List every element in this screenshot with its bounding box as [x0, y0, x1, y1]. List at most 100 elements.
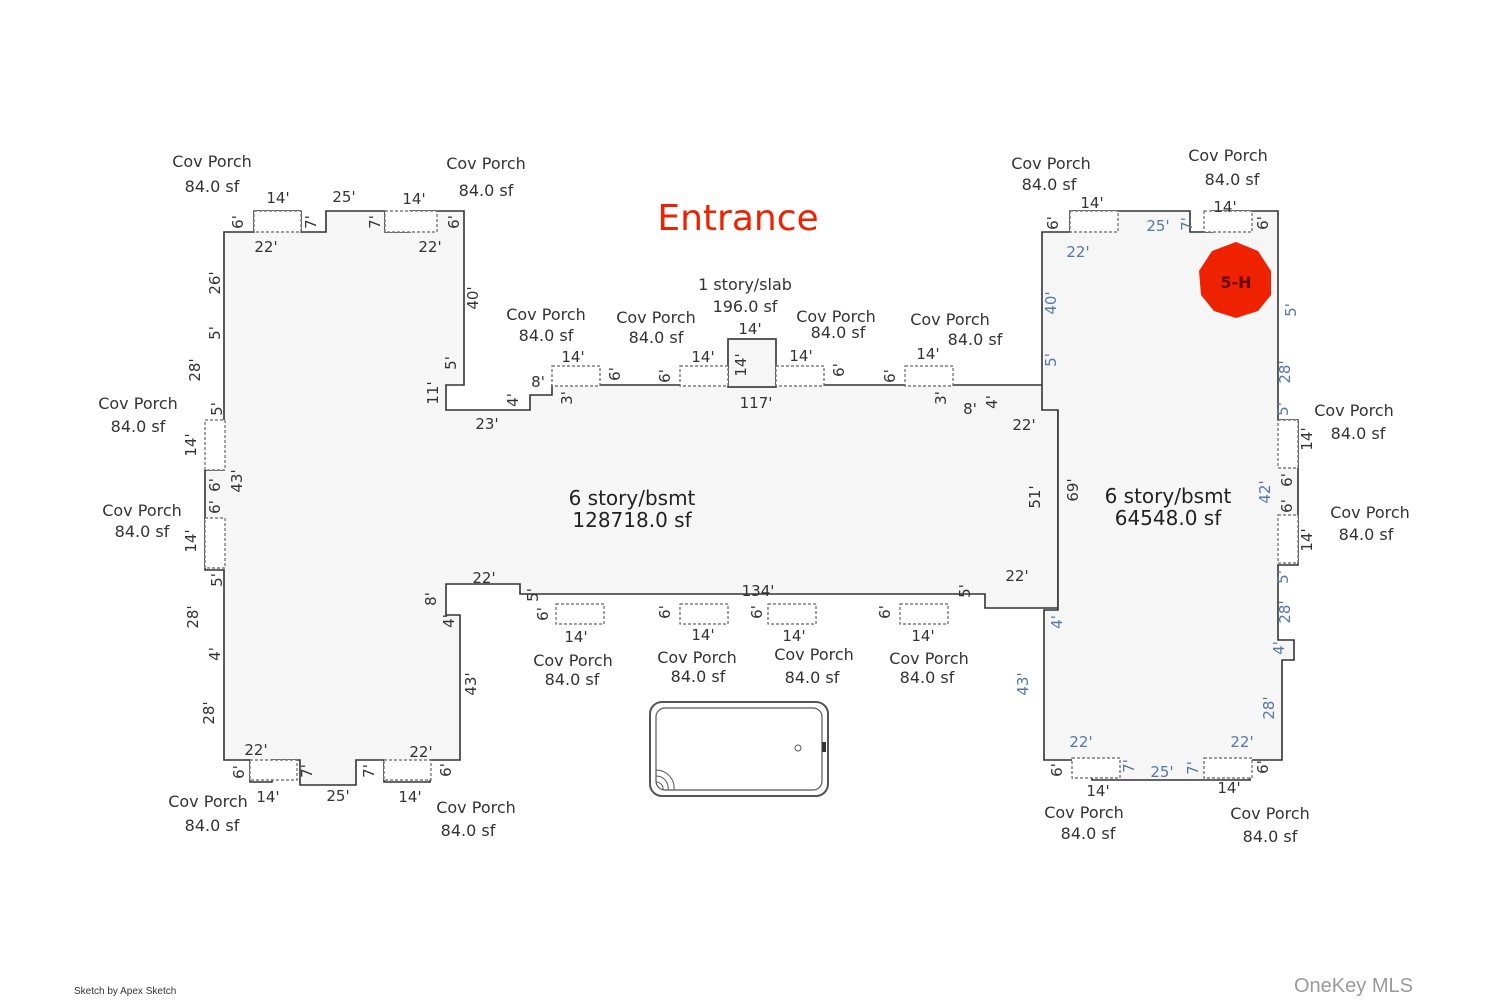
- dimension: 22': [1069, 733, 1092, 751]
- porch-rect: [1203, 210, 1253, 233]
- porch-area: 84.0 sf: [519, 326, 574, 345]
- porch-rect: [249, 759, 298, 781]
- porch-area: 84.0 sf: [900, 668, 955, 687]
- dimension: 14': [1213, 198, 1236, 216]
- porch-area: 84.0 sf: [1339, 525, 1394, 544]
- dimension: 14': [398, 788, 421, 806]
- dimension: 5': [1274, 570, 1292, 584]
- dimension: 6': [748, 605, 766, 619]
- dimension: 14': [1080, 194, 1103, 212]
- dimension: 7': [366, 215, 384, 229]
- dimension: 14': [789, 347, 812, 365]
- dimension: 4': [440, 614, 458, 628]
- porch-area: 84.0 sf: [459, 181, 514, 200]
- dimension: 6': [206, 500, 224, 514]
- dimension: 5': [524, 588, 542, 602]
- dimension: 6': [1048, 763, 1066, 777]
- dimension: 5': [206, 326, 224, 340]
- dimension: 5': [442, 356, 460, 370]
- slab-name: 1 story/slab: [698, 275, 792, 294]
- porch-rect: [775, 365, 825, 387]
- porch-area: 84.0 sf: [185, 177, 240, 196]
- dimension: 28': [1276, 600, 1294, 623]
- right-building-name: 6 story/bsmt: [1105, 484, 1232, 508]
- porch-area: 84.0 sf: [785, 668, 840, 687]
- dimension: 3': [558, 391, 576, 405]
- dimension: 14': [691, 626, 714, 644]
- porch-name: Cov Porch: [446, 154, 526, 173]
- dimension: 6': [606, 367, 624, 381]
- dimension: 43': [462, 672, 480, 695]
- vertical-dimension-labels: 6' 7' 7' 6' 26' 5' 28' 5' 14' 6' 43' 6' …: [182, 215, 1316, 779]
- dimension: 6': [445, 215, 463, 229]
- dimension: 11': [424, 381, 442, 404]
- porch-area: 84.0 sf: [1243, 827, 1298, 846]
- dimension: 25': [1150, 763, 1173, 781]
- porch-rect: [679, 603, 729, 625]
- dimension: 22': [254, 238, 277, 256]
- porch-rect: [384, 210, 438, 233]
- slab-structure: [727, 338, 777, 388]
- dimension: 14': [561, 348, 584, 366]
- dimension: 25': [332, 188, 355, 206]
- porch-name: Cov Porch: [616, 308, 696, 327]
- dimension: 28': [184, 605, 202, 628]
- dimension: 14': [911, 627, 934, 645]
- porch-area: 84.0 sf: [629, 328, 684, 347]
- porch-rect: [1277, 419, 1299, 469]
- dimension: 43': [228, 469, 246, 492]
- porch-labels: Cov Porch 84.0 sf Cov Porch 84.0 sf Cov …: [98, 146, 1410, 846]
- dimension: 14': [1217, 779, 1240, 797]
- porch-name: Cov Porch: [102, 501, 182, 520]
- dimension: 14': [916, 345, 939, 363]
- dimension: 134': [742, 582, 775, 600]
- dimension: 22': [244, 741, 267, 759]
- dimension: 7': [360, 764, 378, 778]
- dimension: 40': [464, 286, 482, 309]
- dimension: 6': [876, 605, 894, 619]
- porch-rect: [679, 365, 729, 387]
- dimension: 14': [691, 348, 714, 366]
- dimension: 28': [200, 701, 218, 724]
- dimension: 5': [1042, 353, 1060, 367]
- porch-rect: [1277, 514, 1299, 564]
- porch-area: 84.0 sf: [111, 417, 166, 436]
- dimension: 8': [422, 592, 440, 606]
- porch-rect: [204, 419, 226, 471]
- dimension: 6': [230, 765, 248, 779]
- dimension: 6': [1278, 499, 1296, 513]
- porch-name: Cov Porch: [1188, 146, 1268, 165]
- dimension: 6': [437, 763, 455, 777]
- pool-shape: [649, 701, 829, 797]
- porch-name: Cov Porch: [533, 651, 613, 670]
- porch-name: Cov Porch: [1230, 804, 1310, 823]
- porch-name: Cov Porch: [1011, 154, 1091, 173]
- dimension: 6': [656, 605, 674, 619]
- porch-area: 84.0 sf: [1205, 170, 1260, 189]
- dimension: 14': [182, 433, 200, 456]
- porch-name: Cov Porch: [774, 645, 854, 664]
- dimension: 14': [732, 353, 750, 376]
- porch-area: 84.0 sf: [1022, 175, 1077, 194]
- dimension: 14': [182, 529, 200, 552]
- porch-area: 84.0 sf: [811, 323, 866, 342]
- dimension: 22': [1005, 567, 1028, 585]
- unit-marker-label: 5-H: [1220, 273, 1251, 292]
- dimension: 7': [298, 764, 316, 778]
- dimension: 5': [208, 573, 226, 587]
- porch-rect: [1203, 757, 1253, 779]
- dimension: 5': [208, 402, 226, 416]
- porch-area: 84.0 sf: [441, 821, 496, 840]
- porch-name: Cov Porch: [506, 305, 586, 324]
- porch-name: Cov Porch: [1044, 803, 1124, 822]
- dimension: 28': [1276, 360, 1294, 383]
- dimension: 26': [206, 271, 224, 294]
- dimension: 6': [881, 369, 899, 383]
- dimension: 40': [1042, 291, 1060, 314]
- entrance-label: Entrance: [657, 198, 818, 239]
- porch-rect: [383, 759, 432, 781]
- dimension: 6': [1278, 473, 1296, 487]
- dimension: 14': [782, 627, 805, 645]
- porch-rect: [904, 365, 954, 387]
- right-building-outline: [1041, 210, 1299, 781]
